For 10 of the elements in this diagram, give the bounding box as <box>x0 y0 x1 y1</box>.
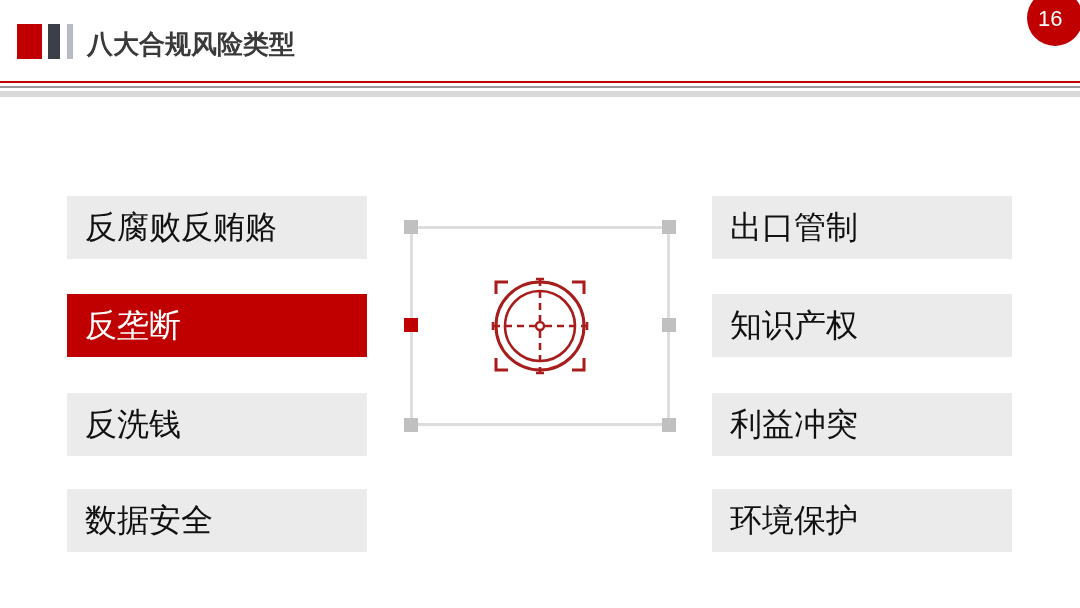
risk-type-box: 反腐败反贿赂 <box>67 196 367 259</box>
risk-type-box: 环境保护 <box>712 489 1012 552</box>
slide-title: 八大合规风险类型 <box>87 28 295 61</box>
risk-type-box: 出口管制 <box>712 196 1012 259</box>
risk-type-box: 利益冲突 <box>712 393 1012 456</box>
risk-type-box: 反垄断 <box>67 294 367 357</box>
risk-type-box: 反洗钱 <box>67 393 367 456</box>
page-number-badge: 16 <box>1027 0 1080 46</box>
risk-type-box: 数据安全 <box>67 489 367 552</box>
risk-type-box: 知识产权 <box>712 294 1012 357</box>
